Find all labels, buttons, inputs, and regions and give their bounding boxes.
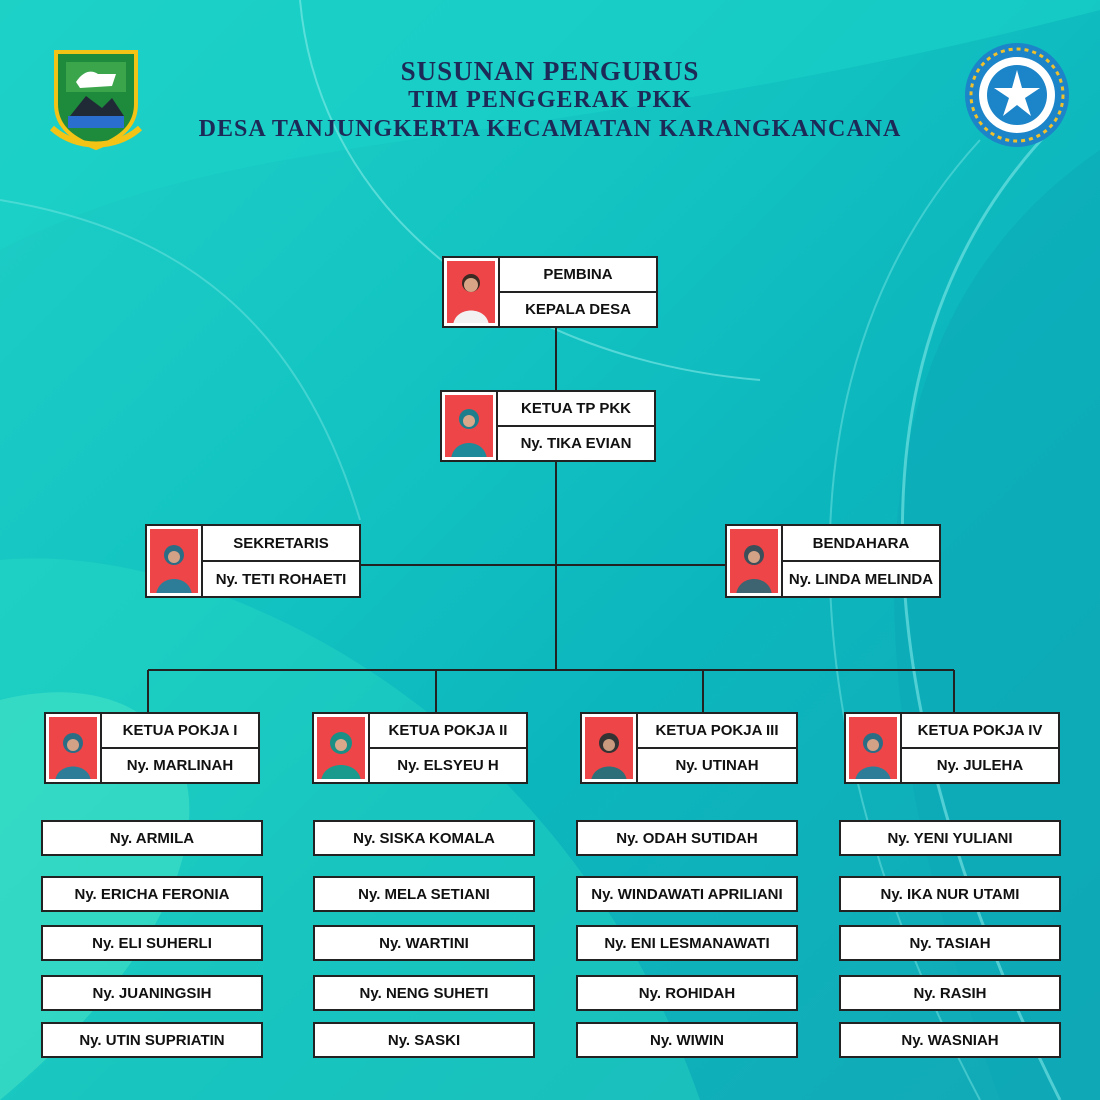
card-pembina: PEMBINA KEPALA DESA [442,256,658,328]
photo-pokja-4 [849,717,897,779]
member-pokja1-4: Ny. JUANINGSIH [41,975,263,1011]
card-sekretaris: SEKRETARIS Ny. TETI ROHAETI [145,524,361,598]
pkk-emblem-icon [965,43,1069,147]
member-pokja3-1: Ny. ODAH SUTIDAH [576,820,798,856]
photo-pembina [447,261,495,323]
photo-pokja-3 [585,717,633,779]
member-pokja4-4: Ny. RASIH [839,975,1061,1011]
name-bendahara: Ny. LINDA MELINDA [788,570,934,588]
member-pokja3-4: Ny. ROHIDAH [576,975,798,1011]
card-pokja-2: KETUA POKJA II Ny. ELSYEU H [312,712,528,784]
role-sekretaris: SEKRETARIS [203,526,359,562]
member-pokja4-1: Ny. YENI YULIANI [839,820,1061,856]
photo-bendahara [730,529,778,593]
card-pokja-1: KETUA POKJA I Ny. MARLINAH [44,712,260,784]
page-title: SUSUNAN PENGURUS TIM PENGGERAK PKK DESA … [150,56,950,144]
photo-ketua [445,395,493,457]
role-pokja-3: KETUA POKJA III [638,714,796,749]
name-sekretaris: Ny. TETI ROHAETI [215,570,347,588]
member-pokja4-5: Ny. WASNIAH [839,1022,1061,1058]
member-pokja4-3: Ny. TASIAH [839,925,1061,961]
member-pokja4-2: Ny. IKA NUR UTAMI [839,876,1061,912]
title-line-1: SUSUNAN PENGURUS [400,56,700,86]
role-pokja-4: KETUA POKJA IV [902,714,1058,749]
member-pokja3-3: Ny. ENI LESMANAWATI [576,925,798,961]
member-pokja1-2: Ny. ERICHA FERONIA [41,876,263,912]
photo-sekretaris [150,529,198,593]
member-pokja1-1: Ny. ARMILA [41,820,263,856]
title-line-2: TIM PENGGERAK PKK [408,87,692,113]
card-ketua: KETUA TP PKK Ny. TIKA EVIAN [440,390,656,462]
member-pokja3-2: Ny. WINDAWATI APRILIANI [576,876,798,912]
role-pembina: PEMBINA [500,258,656,293]
member-pokja1-5: Ny. UTIN SUPRIATIN [41,1022,263,1058]
member-pokja2-4: Ny. NENG SUHETI [313,975,535,1011]
member-pokja2-2: Ny. MELA SETIANI [313,876,535,912]
role-bendahara: BENDAHARA [783,526,939,562]
card-bendahara: BENDAHARA Ny. LINDA MELINDA [725,524,941,598]
name-pembina: KEPALA DESA [525,301,631,318]
name-pokja-4: Ny. JULEHA [936,757,1024,774]
regency-crest-icon [49,50,143,151]
name-pokja-1: Ny. MARLINAH [126,757,234,774]
card-pokja-3: KETUA POKJA III Ny. UTINAH [580,712,798,784]
photo-pokja-1 [49,717,97,779]
member-pokja2-1: Ny. SISKA KOMALA [313,820,535,856]
title-line-3: DESA TANJUNGKERTA KECAMATAN KARANGKANCAN… [198,116,902,142]
member-pokja3-5: Ny. WIWIN [576,1022,798,1058]
role-pokja-2: KETUA POKJA II [370,714,526,749]
name-pokja-3: Ny. UTINAH [675,757,759,774]
name-pokja-2: Ny. ELSYEU H [397,757,499,774]
role-pokja-1: KETUA POKJA I [102,714,258,749]
card-pokja-4: KETUA POKJA IV Ny. JULEHA [844,712,1060,784]
member-pokja2-3: Ny. WARTINI [313,925,535,961]
member-pokja2-5: Ny. SASKI [313,1022,535,1058]
role-ketua: KETUA TP PKK [498,392,654,427]
member-pokja1-3: Ny. ELI SUHERLI [41,925,263,961]
photo-pokja-2 [317,717,365,779]
name-ketua: Ny. TIKA EVIAN [520,435,632,452]
